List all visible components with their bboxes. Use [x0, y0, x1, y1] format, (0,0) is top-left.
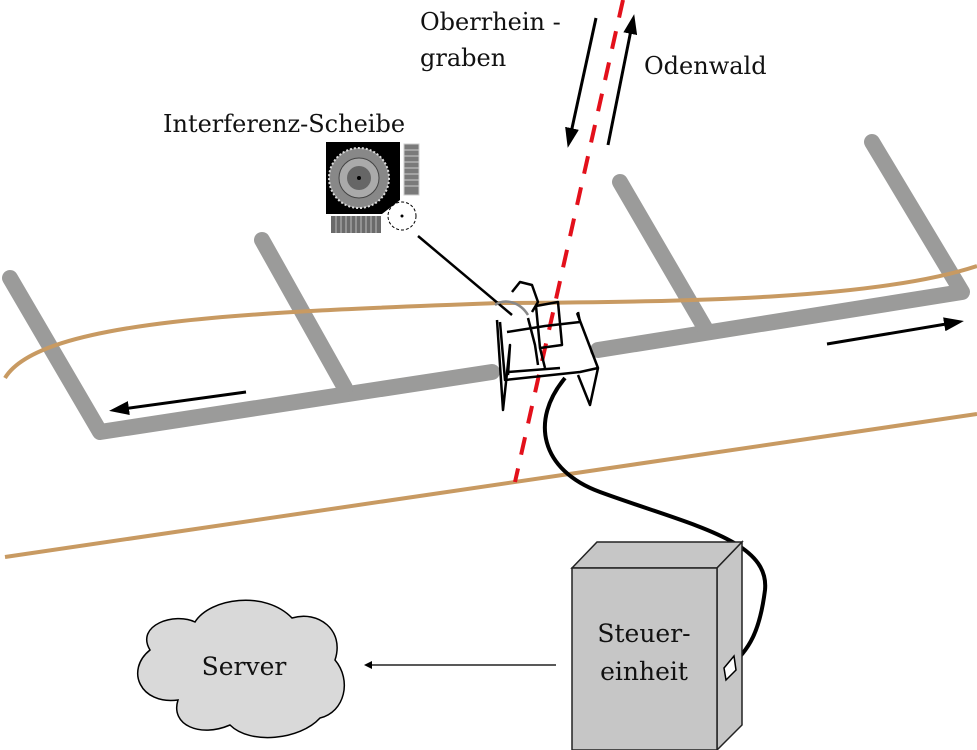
fault-line [513, 0, 625, 483]
oberrheingraben-label-line2: graben [420, 44, 506, 72]
pipe-left [2, 232, 500, 440]
oberrheingraben-label-line1: Oberrhein - [420, 8, 561, 36]
interference-disc-label: Interferenz-Scheibe [163, 110, 405, 138]
arrow-oberrheingraben [565, 17, 598, 148]
server-label: Server [202, 652, 287, 681]
control-unit-label-line1: Steuer- [597, 619, 690, 648]
odenwald-label: Odenwald [644, 52, 767, 80]
sensor-cable [542, 376, 768, 670]
interference-disc-icon [326, 142, 420, 233]
flow-arrow-right [826, 317, 964, 346]
pipe-right [590, 134, 970, 358]
control-box-icon [570, 540, 744, 750]
flow-arrow-left [109, 390, 247, 416]
sensor-device-icon [495, 280, 600, 412]
disc-leader-line [417, 235, 513, 316]
sensor-grey-arc [494, 300, 530, 316]
cloud-icon [137, 599, 346, 739]
control-unit-label-line2: einheit [600, 657, 688, 686]
river-lower [4, 412, 977, 559]
river-upper [3, 264, 977, 380]
arrow-odenwald [606, 14, 638, 146]
